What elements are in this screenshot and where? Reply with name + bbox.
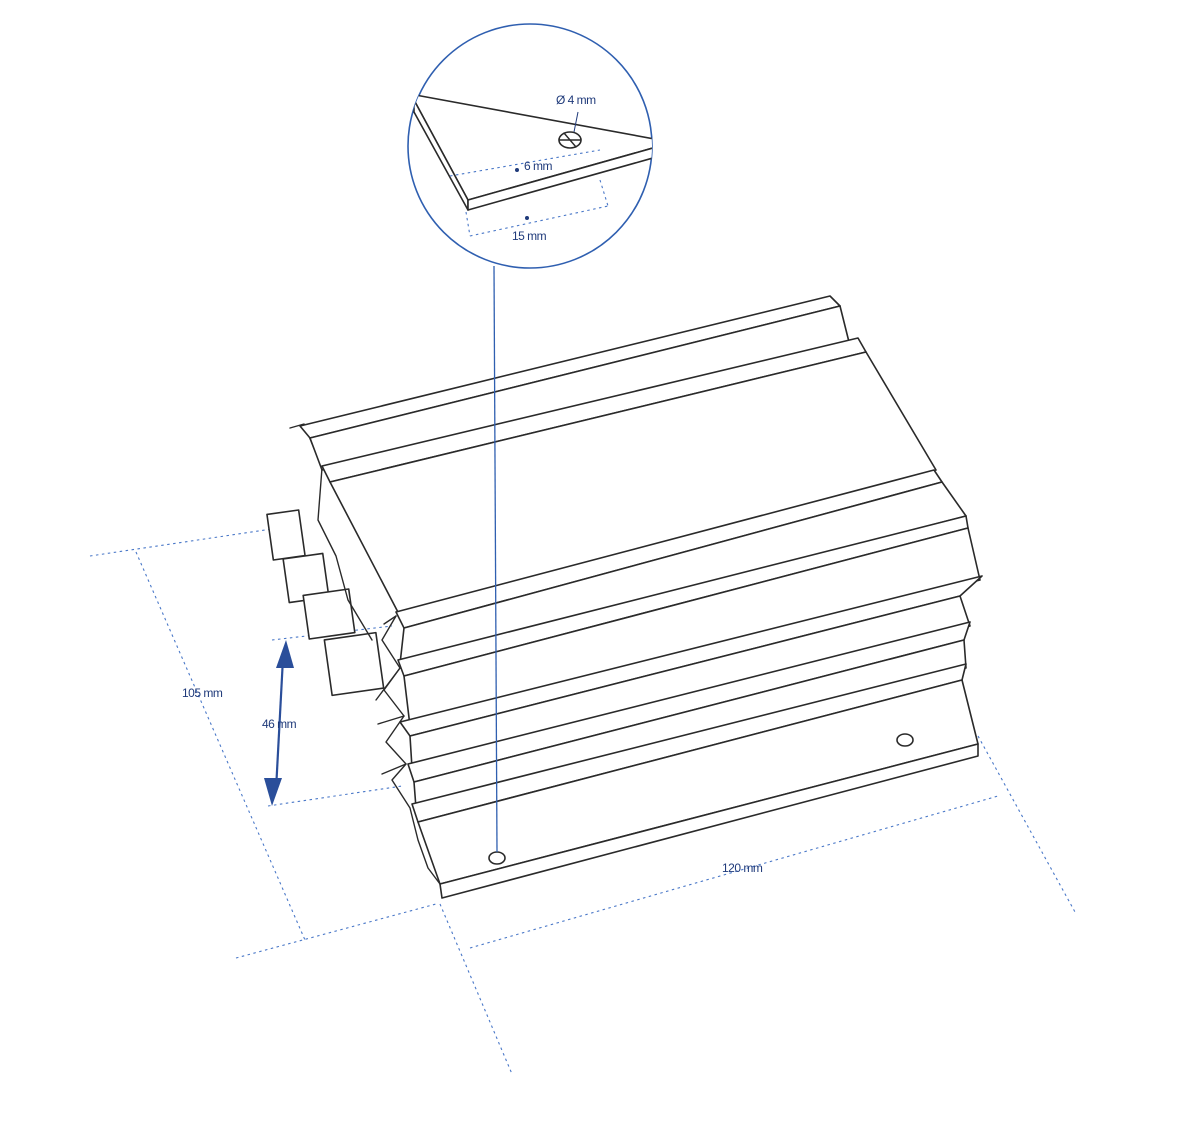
- depth-dimension-label: 105 mm: [182, 686, 223, 700]
- detail-hole-row-line: [449, 149, 601, 177]
- left-end-fin-stubs: [289, 423, 373, 641]
- detail-end-tick-left: [465, 211, 471, 237]
- fin-end-block-4: [323, 631, 385, 697]
- detail-plate-face: [467, 145, 652, 211]
- fin-2-face: [329, 351, 937, 617]
- depth-dimension-line: [135, 551, 306, 941]
- length-extension-left: [439, 903, 513, 1075]
- detail-end-tick-right: [599, 179, 609, 207]
- fin-5-face: [409, 595, 971, 769]
- fin-height-extension-bottom: [267, 785, 403, 807]
- fin-4-face: [403, 527, 981, 727]
- length-extension-right: [977, 735, 1076, 913]
- hole-end-offset-label: 15 mm: [512, 229, 547, 243]
- fin-height-arrow: [264, 640, 294, 806]
- hole-diameter-label: Ø 4 mm: [556, 93, 596, 107]
- heatsink-body: [266, 295, 983, 899]
- fin-height-dimension-label: 46 mm: [262, 717, 297, 731]
- hole-edge-offset-label: 6 mm: [524, 159, 553, 173]
- length-dimension-line: [469, 795, 999, 949]
- fin-end-block-1: [266, 509, 306, 561]
- depth-extension-bottom: [235, 903, 437, 959]
- mounting-hole-rear: [896, 733, 914, 747]
- mounting-hole-front: [488, 851, 506, 865]
- fin-6-face: [413, 639, 967, 809]
- callout-leader-line: [493, 265, 498, 853]
- detail-magnifier: Ø 4 mm 6 mm 15 mm: [407, 23, 653, 269]
- fin-root-fan: [375, 615, 441, 885]
- fin-end-block-3: [302, 588, 356, 640]
- depth-extension-top: [89, 525, 293, 557]
- base-flange-edge: [439, 743, 979, 899]
- length-dimension-label: 120 mm: [722, 861, 763, 875]
